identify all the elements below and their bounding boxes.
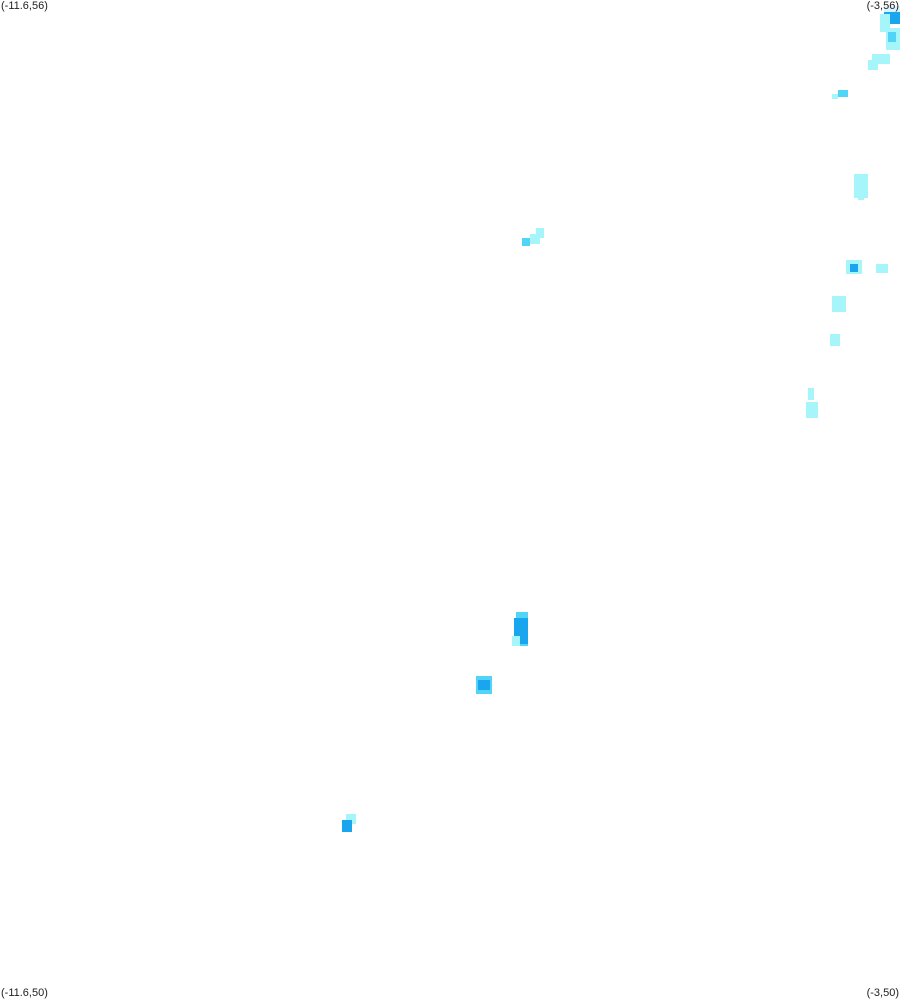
- patch: [850, 264, 858, 272]
- patch: [830, 334, 840, 346]
- patch: [536, 228, 544, 238]
- patch: [522, 238, 530, 246]
- patch: [854, 174, 868, 198]
- dust-patches: [342, 6, 900, 832]
- patch: [512, 636, 520, 646]
- corner-label-top-left: (-11.6,56): [0, 0, 49, 12]
- corner-label-top-right: (-3,56): [865, 0, 900, 12]
- patch: [868, 60, 878, 70]
- patch: [858, 194, 864, 200]
- patch: [838, 90, 848, 97]
- patch: [888, 32, 896, 42]
- patch: [876, 264, 888, 273]
- patch: [832, 94, 838, 99]
- patch: [872, 54, 890, 64]
- patch: [530, 234, 540, 244]
- patch: [346, 814, 356, 824]
- patch: [808, 388, 814, 400]
- patch: [342, 820, 352, 832]
- patch: [806, 402, 818, 418]
- patch: [478, 680, 490, 690]
- patch: [832, 296, 846, 312]
- patch: [880, 14, 890, 32]
- corner-label-bottom-left: (-11.6,50): [0, 987, 49, 999]
- corner-label-bottom-right: (-3,50): [865, 987, 900, 999]
